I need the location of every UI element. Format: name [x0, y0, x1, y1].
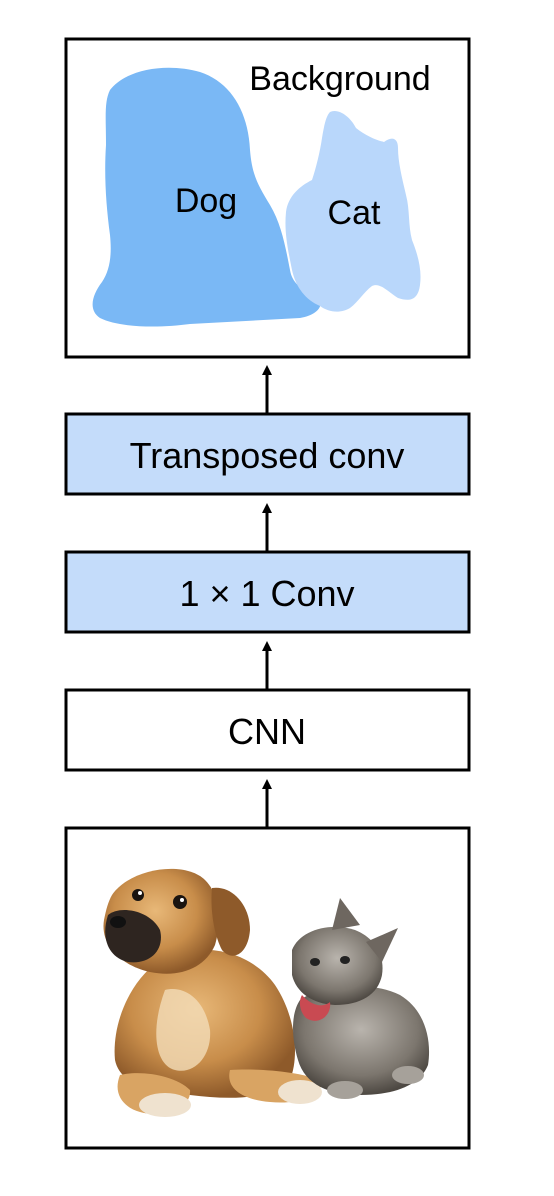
segmentation-output: Background Dog Cat	[64, 37, 471, 359]
cnn-layer: CNN	[64, 688, 471, 772]
transposed-conv-label: Transposed conv	[130, 435, 405, 476]
dog-mask-region	[92, 67, 321, 327]
kitten-illustration	[292, 898, 430, 1099]
puppy-illustration	[103, 868, 322, 1117]
cat-mask-region	[285, 110, 421, 312]
input-image	[64, 826, 471, 1150]
conv1x1-label: 1 × 1 Conv	[179, 573, 354, 614]
transposed-conv-layer: Transposed conv	[64, 412, 471, 496]
cat-label: Cat	[328, 194, 381, 232]
conv1x1-layer: 1 × 1 Conv	[64, 550, 471, 634]
dog-label: Dog	[175, 182, 237, 220]
background-label: Background	[249, 60, 430, 98]
cnn-label: CNN	[228, 711, 306, 752]
